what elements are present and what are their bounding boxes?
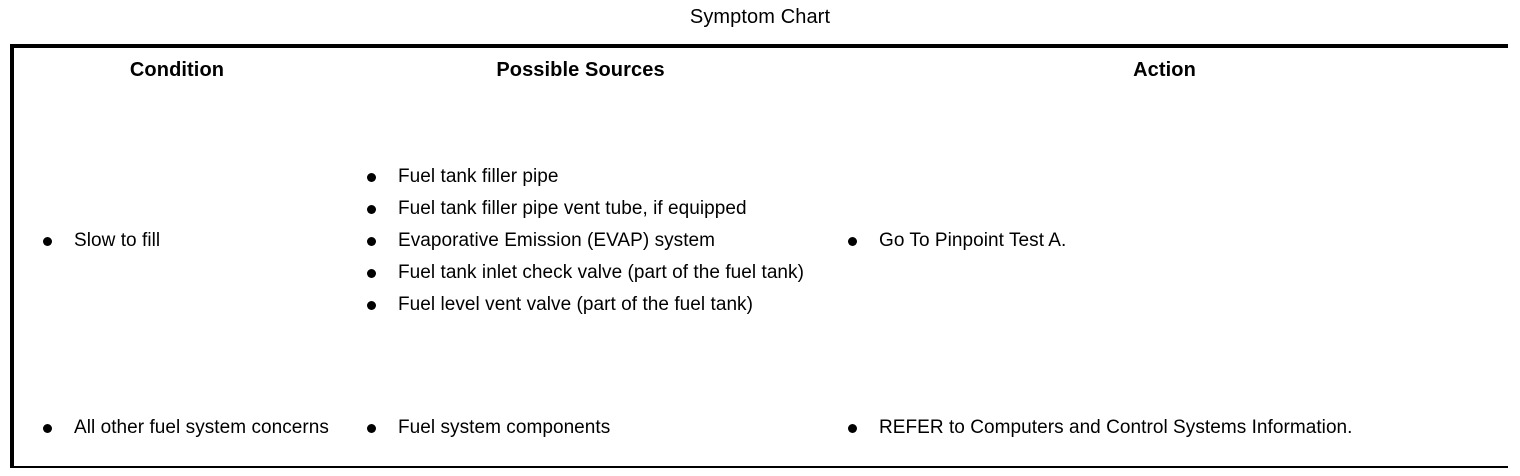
possible-sources-list: Fuel system components [364, 413, 811, 443]
list-item-label: Fuel tank filler pipe vent tube, if equi… [398, 198, 747, 219]
bullet-icon [848, 237, 857, 246]
table-header: Condition Possible Sources Action [14, 48, 1508, 92]
list-item: Slow to fill [40, 226, 330, 256]
bullet-icon [848, 424, 857, 433]
list-item: Go To Pinpoint Test A. [845, 226, 1498, 256]
list-item: REFER to Computers and Control Systems I… [845, 413, 1498, 443]
list-item-label: Fuel system components [398, 417, 611, 438]
table-row: Slow to fill Fuel tank filler pipe [14, 92, 1508, 390]
list-item-label: All other fuel system concerns [74, 417, 329, 438]
column-header-action: Action [821, 48, 1508, 92]
list-item: Fuel tank inlet check valve (part of the… [364, 258, 811, 288]
list-item-label: Fuel tank inlet check valve (part of the… [398, 262, 804, 283]
list-item-label: Fuel level vent valve (part of the fuel … [398, 294, 753, 315]
list-item: Fuel level vent valve (part of the fuel … [364, 290, 811, 320]
bullet-icon [43, 424, 52, 433]
bullet-icon [367, 237, 376, 246]
list-item: All other fuel system concerns [40, 413, 330, 443]
column-header-condition: Condition [14, 48, 340, 92]
bullet-icon [43, 237, 52, 246]
cell-condition: All other fuel system concerns [14, 390, 340, 466]
list-item: Evaporative Emission (EVAP) system [364, 226, 811, 256]
bullet-icon [367, 205, 376, 214]
table-header-row: Condition Possible Sources Action [14, 48, 1508, 92]
action-list: REFER to Computers and Control Systems I… [845, 413, 1498, 443]
symptom-table-grid: Condition Possible Sources Action Slow t… [14, 48, 1508, 466]
cell-condition: Slow to fill [14, 92, 340, 390]
list-item-label: REFER to Computers and Control Systems I… [879, 417, 1353, 438]
list-item: Fuel tank filler pipe [364, 162, 811, 192]
list-item-label: Go To Pinpoint Test A. [879, 230, 1067, 251]
bullet-icon [367, 173, 376, 182]
action-list: Go To Pinpoint Test A. [845, 226, 1498, 256]
bullet-icon [367, 424, 376, 433]
list-item: Fuel system components [364, 413, 811, 443]
cell-possible-sources: Fuel tank filler pipe Fuel tank filler p… [340, 92, 821, 390]
symptom-table: Condition Possible Sources Action Slow t… [10, 44, 1508, 468]
cell-possible-sources: Fuel system components [340, 390, 821, 466]
condition-list: All other fuel system concerns [40, 413, 330, 443]
list-item-label: Fuel tank filler pipe [398, 166, 559, 187]
bullet-icon [367, 269, 376, 278]
cell-action: Go To Pinpoint Test A. [821, 92, 1508, 390]
bullet-icon [367, 301, 376, 310]
list-item-label: Slow to fill [74, 230, 161, 251]
table-row: All other fuel system concerns Fuel syst… [14, 390, 1508, 466]
page-title: Symptom Chart [689, 6, 831, 28]
condition-list: Slow to fill [40, 226, 330, 256]
column-header-possible-sources: Possible Sources [340, 48, 821, 92]
cell-action: REFER to Computers and Control Systems I… [821, 390, 1508, 466]
list-item: Fuel tank filler pipe vent tube, if equi… [364, 194, 811, 224]
possible-sources-list: Fuel tank filler pipe Fuel tank filler p… [364, 162, 811, 320]
list-item-label: Evaporative Emission (EVAP) system [398, 230, 716, 251]
table-body: Slow to fill Fuel tank filler pipe [14, 92, 1508, 466]
